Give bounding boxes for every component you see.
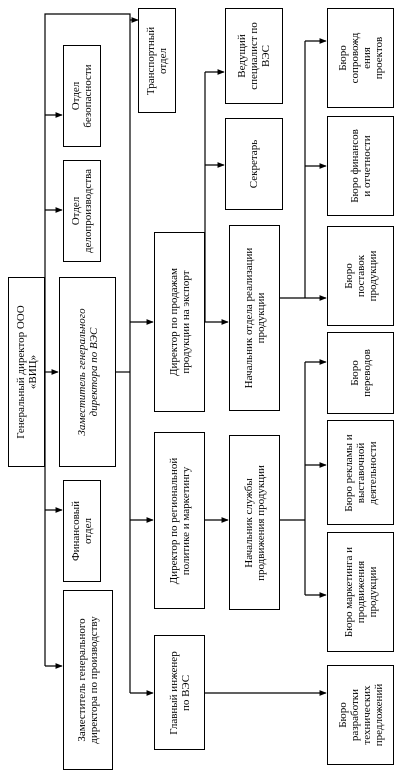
sales-head-box: Начальник отдела реализации продукции	[229, 225, 280, 411]
bureau-support-label: Бюро сопровожд ения проектов	[336, 32, 385, 84]
security-dept-box: Отдел безопасности	[63, 45, 101, 147]
bureau-support-box: Бюро сопровожд ения проектов	[327, 8, 394, 108]
bureau-tech-box: Бюро разработки технических предложений	[327, 665, 394, 765]
records-dept-label: Отдел делопроизводства	[70, 168, 94, 254]
deputy-production-label: Заместитель генерального директора по пр…	[76, 616, 100, 744]
sales-head-label: Начальник отдела реализации продукции	[242, 247, 267, 389]
bureau-finance-label: Бюро финансов и отчетности	[348, 129, 373, 203]
finance-dept-label: Финансовый отдел	[70, 500, 94, 562]
bureau-translation-label: Бюро переводов	[348, 349, 373, 397]
general-director-box: Генеральный директор ООО «ВИЦ»	[8, 277, 45, 467]
bureau-translation-box: Бюро переводов	[327, 332, 394, 414]
secretary-label: Секретарь	[248, 139, 260, 189]
finance-dept-box: Финансовый отдел	[63, 480, 101, 582]
deputy-ves-label: Заместитель генерального директора по ВЭ…	[75, 308, 100, 436]
promotion-head-label: Начальник службы продвижения продукции	[242, 464, 267, 581]
security-dept-label: Отдел безопасности	[70, 64, 94, 128]
deputy-production-box: Заместитель генерального директора по пр…	[63, 590, 113, 770]
chief-engineer-box: Главный инженер по ВЭС	[154, 635, 205, 750]
transport-dept-box: Транспортный отдел	[138, 8, 176, 113]
lead-specialist-label: Ведущий специалист по ВЭС	[236, 22, 272, 90]
bureau-advertising-label: Бюро рекламы и выставочной деятельности	[342, 433, 379, 512]
bureau-advertising-box: Бюро рекламы и выставочной деятельности	[327, 420, 394, 525]
general-director-label: Генеральный директор ООО «ВИЦ»	[14, 305, 39, 439]
bureau-supply-box: Бюро поставок продукции	[327, 226, 394, 326]
lead-specialist-box: Ведущий специалист по ВЭС	[225, 8, 283, 104]
bureau-marketing-box: Бюро маркетинга и продвижения продукции	[327, 532, 394, 652]
bureau-tech-label: Бюро разработки технических предложений	[336, 683, 385, 747]
chief-engineer-label: Главный инженер по ВЭС	[167, 650, 192, 735]
regional-director-box: Директор по региональной политике и марк…	[154, 432, 205, 609]
export-sales-director-label: Директор по продажам продукции на экспор…	[167, 267, 192, 377]
export-sales-director-box: Директор по продажам продукции на экспор…	[154, 232, 205, 412]
bureau-supply-label: Бюро поставок продукции	[342, 250, 379, 302]
regional-director-label: Директор по региональной политике и марк…	[167, 457, 192, 584]
deputy-ves-box: Заместитель генерального директора по ВЭ…	[59, 277, 116, 467]
promotion-head-box: Начальник службы продвижения продукции	[229, 435, 280, 610]
bureau-finance-box: Бюро финансов и отчетности	[327, 116, 394, 216]
records-dept-box: Отдел делопроизводства	[63, 160, 101, 262]
transport-dept-label: Транспортный отдел	[145, 26, 169, 95]
secretary-box: Секретарь	[225, 118, 283, 210]
bureau-marketing-label: Бюро маркетинга и продвижения продукции	[342, 546, 379, 638]
